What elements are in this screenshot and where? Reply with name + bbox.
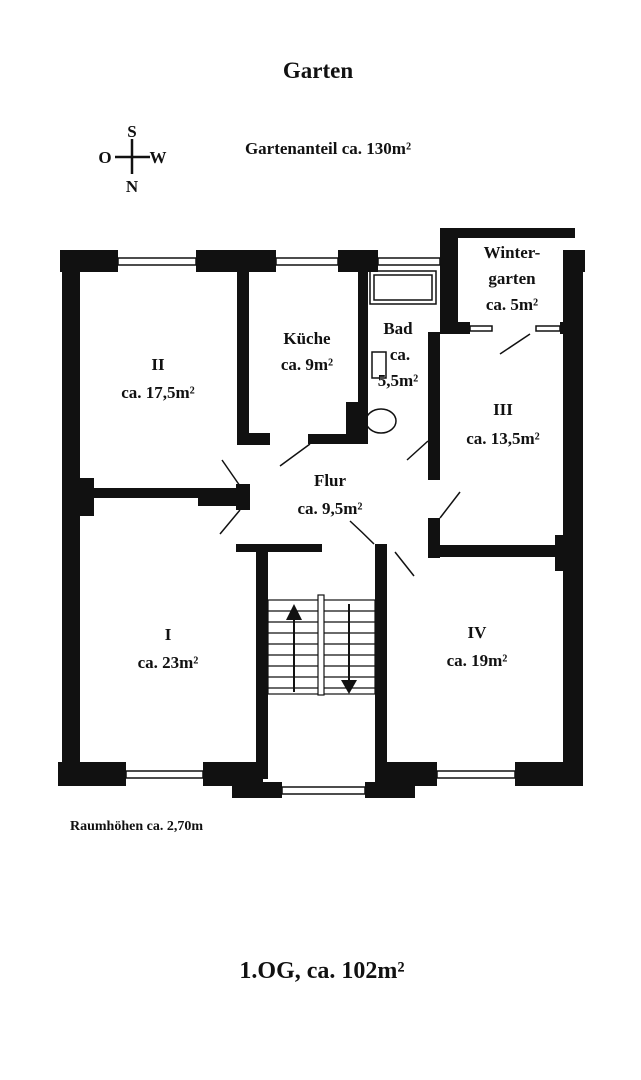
compass-west: W bbox=[150, 148, 167, 167]
room1-area: ca. 23m² bbox=[138, 653, 199, 672]
compass-south: S bbox=[127, 122, 136, 141]
window-room2 bbox=[117, 257, 197, 266]
wall-bottom-right bbox=[515, 762, 583, 786]
wall-stair-right bbox=[375, 544, 387, 779]
compass-rose: S N O W bbox=[98, 122, 166, 196]
bath-fixtures bbox=[365, 270, 437, 434]
floor-summary: 1.OG, ca. 102m² bbox=[239, 958, 404, 984]
wall-top-mid bbox=[196, 250, 276, 272]
window-room4 bbox=[436, 770, 516, 779]
wall-kitchen-flur-stub bbox=[237, 433, 270, 445]
bath-area-1: ca. bbox=[390, 345, 410, 364]
wall-room2-kitchen bbox=[237, 260, 249, 445]
compass-north: N bbox=[126, 177, 139, 196]
wall-stair-left bbox=[256, 544, 268, 779]
wall-winter-garden-top bbox=[440, 228, 575, 238]
door-swings bbox=[219, 333, 531, 577]
compass-east: O bbox=[98, 148, 111, 167]
bath-name: Bad bbox=[383, 319, 413, 338]
door-swing-room1 bbox=[219, 509, 241, 535]
wall-left bbox=[62, 250, 80, 785]
hallway-area: ca. 9,5m² bbox=[297, 499, 362, 518]
bathtub-inner-icon bbox=[373, 274, 433, 301]
door-swing-room4 bbox=[394, 551, 415, 577]
hallway-name: Flur bbox=[314, 471, 347, 490]
winter-garden-area: ca. 5m² bbox=[486, 295, 538, 314]
wall-kitchen-flur-right bbox=[308, 434, 368, 444]
window-bath bbox=[377, 257, 441, 266]
wall-room2-room1 bbox=[94, 488, 198, 498]
stair-center-rail bbox=[317, 594, 325, 696]
wall-room2-room1-left bbox=[62, 478, 94, 516]
wall-room-door-block bbox=[236, 484, 250, 510]
door-swing-winter-garden bbox=[499, 333, 531, 355]
ceiling-height-note: Raumhöhen ca. 2,70m bbox=[70, 819, 203, 834]
wall-room3-room4-block bbox=[555, 535, 583, 571]
winter-garden-name-2: garten bbox=[488, 269, 536, 288]
door-swing-bath bbox=[406, 440, 429, 461]
bathtub-icon bbox=[369, 270, 437, 305]
wall-kitchen-bath bbox=[358, 260, 368, 440]
room1-name: I bbox=[165, 625, 172, 644]
wall-stair-top bbox=[236, 544, 322, 552]
garden-title: Garten bbox=[283, 58, 353, 83]
bath-area-2: 5,5m² bbox=[378, 371, 419, 390]
wall-right bbox=[563, 250, 583, 785]
garden-share-label: Gartenanteil ca. 130m² bbox=[245, 139, 411, 158]
windows bbox=[117, 257, 561, 795]
door-swing-room2 bbox=[221, 459, 241, 487]
wall-winter-garden-left bbox=[440, 228, 458, 328]
staircase bbox=[267, 594, 376, 696]
wall-bath-flur-block bbox=[346, 402, 368, 440]
wall-room3-room4 bbox=[428, 545, 568, 557]
kitchen-name: Küche bbox=[283, 329, 331, 348]
room4-area: ca. 19m² bbox=[447, 651, 508, 670]
stair-down-arrow-icon bbox=[341, 680, 357, 694]
walls bbox=[58, 228, 585, 798]
room3-area: ca. 13,5m² bbox=[466, 429, 540, 448]
window-stair bbox=[281, 786, 366, 795]
room4-name: IV bbox=[468, 623, 488, 642]
wall-room2-room1-right bbox=[198, 488, 236, 506]
room2-area: ca. 17,5m² bbox=[121, 383, 195, 402]
door-swing-room3 bbox=[439, 491, 461, 519]
wall-bottom-stair-left-step bbox=[232, 782, 282, 798]
stair-up-arrow-icon bbox=[286, 604, 302, 620]
winter-garden-name-1: Winter- bbox=[484, 243, 541, 262]
wall-bath-room3 bbox=[428, 332, 440, 480]
winter-garden-door-left bbox=[469, 325, 493, 332]
wall-winter-garden-bottom-left bbox=[440, 322, 470, 334]
window-kitchen bbox=[275, 257, 339, 266]
room2-name: II bbox=[151, 355, 165, 374]
door-swing-flur bbox=[349, 520, 375, 545]
winter-garden-door-right bbox=[535, 325, 561, 332]
door-swing-kitchen bbox=[279, 443, 311, 467]
wall-bottom-left bbox=[58, 762, 126, 786]
room3-name: III bbox=[493, 400, 513, 419]
sink-icon bbox=[371, 351, 387, 379]
kitchen-area: ca. 9m² bbox=[281, 355, 333, 374]
window-room1 bbox=[125, 770, 204, 779]
toilet-icon bbox=[365, 408, 397, 434]
